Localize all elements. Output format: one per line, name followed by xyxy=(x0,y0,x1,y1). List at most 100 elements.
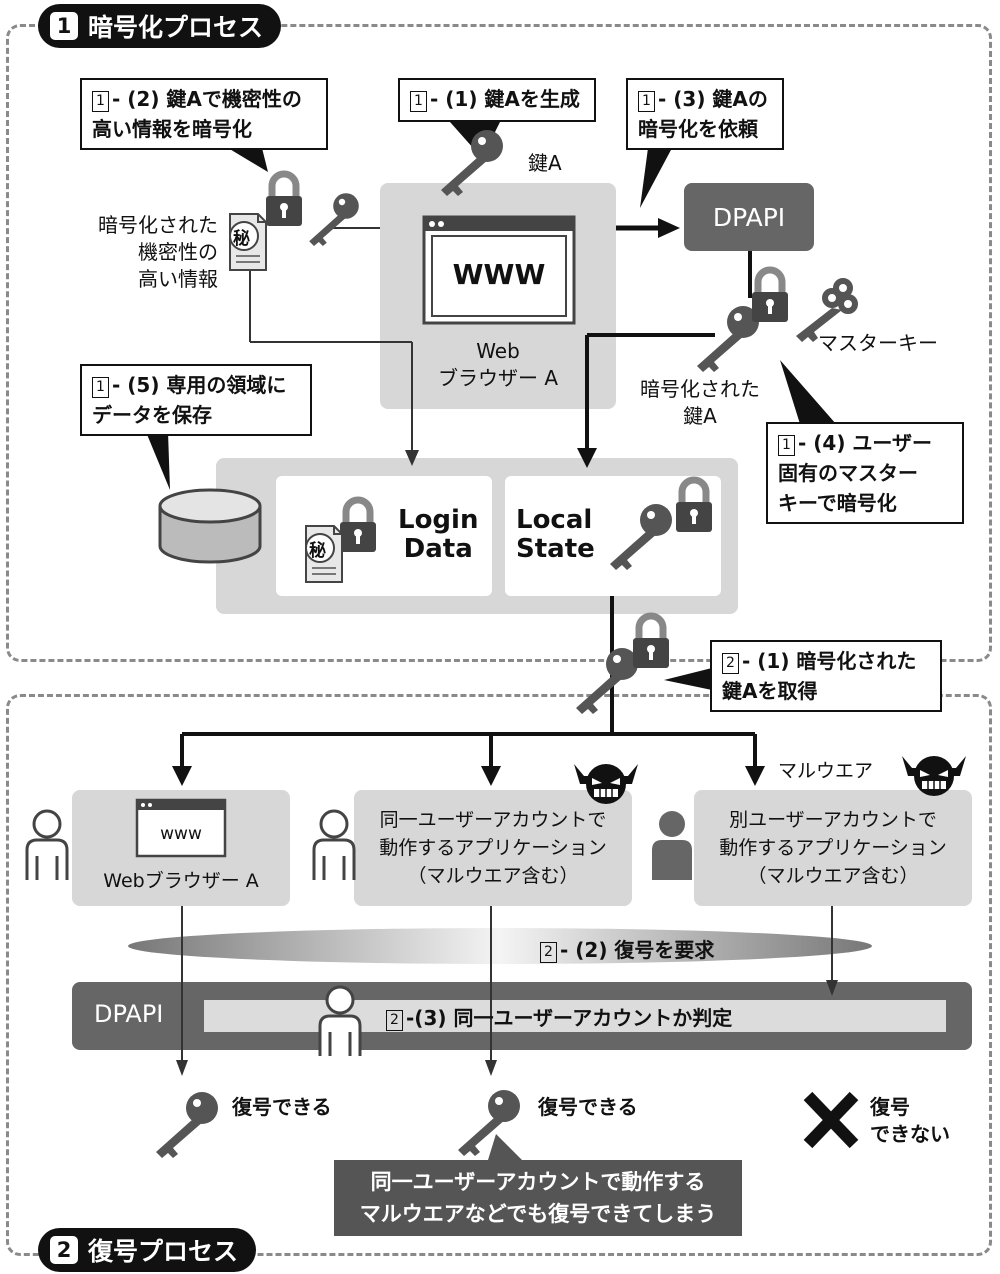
user-icon-dpapi xyxy=(318,985,362,1058)
user-icon-same xyxy=(312,809,356,882)
encryption-process-frame xyxy=(6,24,992,662)
callout-2-3: 2-(3) 同一ユーザーアカウントか判定 xyxy=(386,1002,732,1031)
dpapi-box: DPAPI xyxy=(684,183,814,251)
callout-1-2-line1: - (2) 鍵Aで機密性の xyxy=(112,87,302,111)
master-key-icon xyxy=(796,278,858,342)
section2-title: 復号プロセス xyxy=(88,1237,239,1266)
malware-face-icon-2 xyxy=(901,755,967,797)
decrypted-key-icon-1 xyxy=(156,1092,218,1158)
section2-number: 2 xyxy=(50,1236,78,1264)
app-same-user-line3: （マルウエア含む） xyxy=(407,865,579,887)
callout-2-1-line1: - (1) 暗号化された xyxy=(742,649,917,673)
decryption-process-frame xyxy=(6,694,992,1256)
browser-window-small-icon xyxy=(135,798,227,858)
callout-1-2: 1- (2) 鍵Aで機密性の 高い情報を暗号化 xyxy=(80,78,328,150)
browser-label: Web ブラウザー A xyxy=(380,338,616,392)
encrypted-info-line1: 暗号化された xyxy=(98,213,218,237)
browser-window-icon xyxy=(422,215,576,325)
callout-1-4: 1- (4) ユーザー 固有のマスター キーで暗号化 xyxy=(766,422,964,524)
callout-1-3-line1: - (3) 鍵Aの xyxy=(658,87,768,111)
section1-number: 1 xyxy=(50,12,78,40)
user-icon-other xyxy=(652,811,692,880)
www-small: www xyxy=(160,824,202,844)
decrypted-key-icon-2 xyxy=(458,1090,520,1156)
local-state-line1: Local xyxy=(516,505,593,535)
malware-label: マルウエア xyxy=(778,760,874,782)
warning-note-line1: 同一ユーザーアカウントで動作する xyxy=(370,1170,706,1194)
retrieved-key-padlock-icon xyxy=(633,616,669,668)
callout-2-2-num: 2 xyxy=(540,942,557,963)
app-other-user-line2: 動作するアプリケーション xyxy=(719,837,947,859)
callout-1-3: 1- (3) 鍵Aの 暗号化を依頼 xyxy=(626,78,784,150)
app-same-user-label: 同一ユーザーアカウントで 動作するアプリケーション （マルウエア含む） xyxy=(354,806,632,890)
section2-heading: 2 復号プロセス xyxy=(38,1228,257,1272)
callout-1-2-num: 1 xyxy=(92,91,109,112)
callout-1-4-line3: キーで暗号化 xyxy=(778,491,897,515)
callout-2-1-num: 2 xyxy=(722,653,739,674)
app-same-user-line1: 同一ユーザーアカウントで xyxy=(379,809,607,831)
local-state-line2: State xyxy=(516,534,595,564)
callout-1-4-line2: 固有のマスター xyxy=(778,461,918,485)
callout-1-3-line2: 暗号化を依頼 xyxy=(638,117,758,141)
browser-label-name: ブラウザー A xyxy=(437,366,559,390)
browser-label-web: Web xyxy=(476,339,520,363)
callout-1-3-num: 1 xyxy=(638,91,655,112)
login-data-padlock-icon xyxy=(340,500,376,552)
encrypted-info-label: 暗号化された 機密性の 高い情報 xyxy=(76,212,218,293)
app-same-user-box xyxy=(354,790,632,906)
secret-mark-1: 秘 xyxy=(233,229,250,249)
callout-1-5-line1: - (5) 専用の領域に xyxy=(112,373,287,397)
callout-1-1: 1- (1) 鍵Aを生成 xyxy=(398,78,596,122)
login-data-label: Login Data xyxy=(398,506,478,564)
result-ok-2: 復号できる xyxy=(538,1095,638,1119)
retrieved-key-icon xyxy=(576,648,638,714)
encrypted-key-label: 暗号化された 鍵A xyxy=(620,376,780,430)
app-other-user-box xyxy=(694,790,972,906)
app-same-user-line2: 動作するアプリケーション xyxy=(379,837,607,859)
callout-2-2: 2- (2) 復号を要求 xyxy=(540,934,714,963)
key-icon xyxy=(309,193,359,246)
local-state-padlock-icon xyxy=(676,480,712,532)
callout-2-3-text: -(3) 同一ユーザーアカウントか判定 xyxy=(406,1006,733,1030)
local-state-key-icon xyxy=(610,504,672,570)
callout-1-5-line2: データを保存 xyxy=(92,403,212,427)
result-ng-line1: 復号 xyxy=(870,1095,910,1119)
secret-mark-2: 秘 xyxy=(309,541,326,561)
master-key-label: マスターキー xyxy=(818,331,938,355)
www-big: WWW xyxy=(452,258,546,291)
database-icon xyxy=(158,488,262,564)
callout-1-4-line1: - (4) ユーザー xyxy=(798,431,933,455)
login-data-line1: Login xyxy=(398,505,479,535)
login-data-line2: Data xyxy=(403,534,473,564)
cross-icon xyxy=(803,1091,859,1149)
callout-1-5: 1- (5) 専用の領域に データを保存 xyxy=(80,364,312,436)
encrypted-info-line2: 機密性の xyxy=(138,240,218,264)
dpapi-bar-label: DPAPI xyxy=(94,1000,164,1028)
app-other-user-label: 別ユーザーアカウントで 動作するアプリケーション （マルウエア含む） xyxy=(694,806,972,890)
callout-1-1-text: - (1) 鍵Aを生成 xyxy=(430,87,580,111)
callout-1-2-line2: 高い情報を暗号化 xyxy=(92,117,252,141)
app-other-user-line1: 別ユーザーアカウントで xyxy=(729,809,937,831)
section1-title: 暗号化プロセス xyxy=(88,13,264,42)
encrypted-key-line1: 暗号化された xyxy=(640,377,760,401)
encrypted-key-line2: 鍵A xyxy=(683,404,717,428)
malware-face-icon-1 xyxy=(573,763,639,805)
app-browser-label: Webブラウザー A xyxy=(103,870,259,892)
callout-2-1-line2: 鍵Aを取得 xyxy=(722,679,818,703)
callout-1-1-num: 1 xyxy=(410,91,427,112)
callout-2-3-num: 2 xyxy=(386,1010,403,1031)
user-icon-browser xyxy=(25,809,69,882)
warning-note-line2: マルウエアなどでも復号できてしまう xyxy=(359,1202,717,1226)
app-other-user-line3: （マルウエア含む） xyxy=(747,865,919,887)
padlock-icon xyxy=(266,174,302,226)
result-ng: 復号 できない xyxy=(870,1094,950,1148)
result-ok-1: 復号できる xyxy=(232,1095,332,1119)
callout-1-5-num: 1 xyxy=(92,377,109,398)
encrypted-info-line3: 高い情報 xyxy=(138,267,218,291)
encrypted-key-padlock-icon xyxy=(752,270,788,322)
callout-1-4-num: 1 xyxy=(778,435,795,456)
local-state-label: Local State xyxy=(516,506,595,564)
warning-note: 同一ユーザーアカウントで動作する マルウエアなどでも復号できてしまう xyxy=(334,1160,742,1236)
callout-2-2-text: - (2) 復号を要求 xyxy=(560,938,715,962)
